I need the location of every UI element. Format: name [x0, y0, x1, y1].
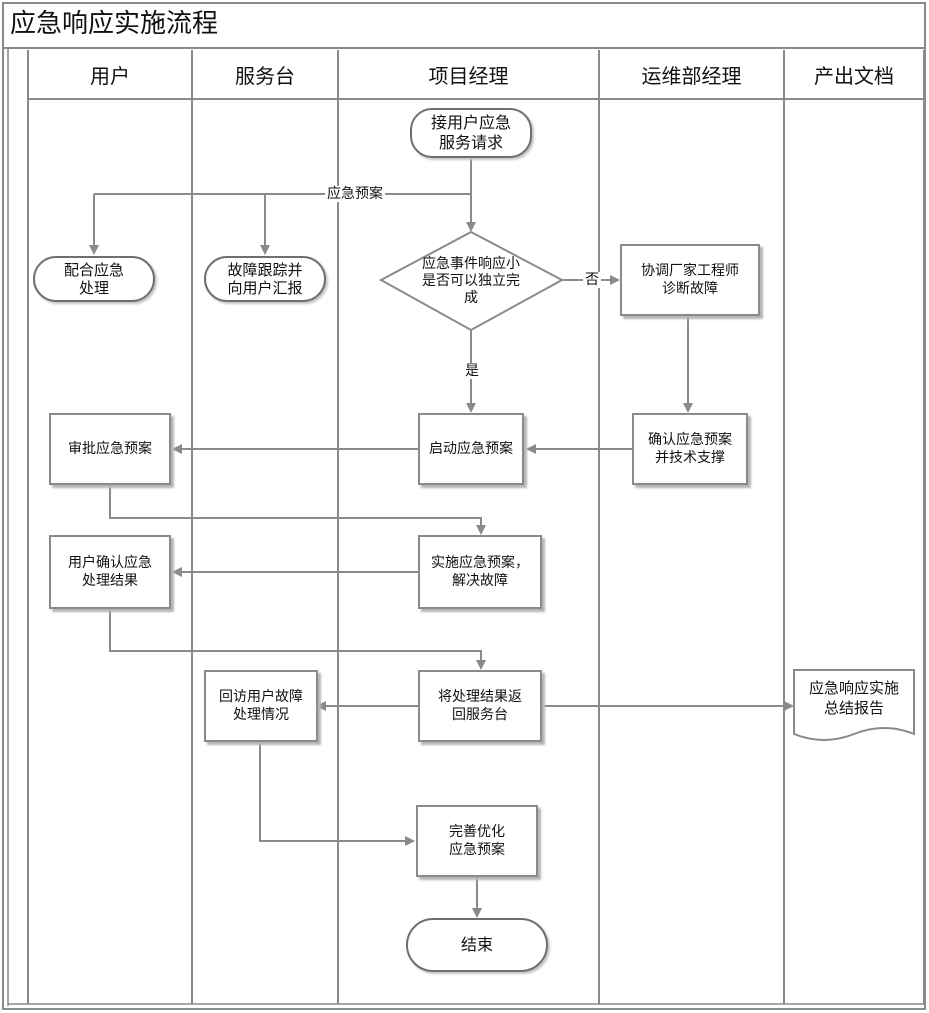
implement-node: 实施应急预案， 解决故障 — [418, 535, 542, 609]
end-node: 结束 — [406, 918, 548, 972]
lane-header-project-manager: 项目经理 — [428, 64, 509, 88]
revisit-node: 回访用户故障 处理情况 — [204, 670, 318, 742]
edge-label-no: 否 — [583, 272, 601, 288]
launch-plan-node: 启动应急预案 — [418, 413, 524, 485]
edge-label-plan: 应急预案 — [325, 186, 385, 202]
decision-diamond — [378, 230, 565, 332]
decision-text: 应急事件响应小 是否可以独立完 成 — [422, 255, 520, 306]
user-assist-node: 配合应急 处理 — [33, 256, 155, 302]
start-node: 接用户应急 服务请求 — [410, 108, 532, 158]
diagram-title: 应急响应实施流程 — [10, 9, 219, 39]
desk-track-node: 故障跟踪并 向用户汇报 — [204, 256, 326, 302]
arrow-userconfirm-return — [109, 609, 486, 670]
edge-label-yes: 是 — [463, 363, 481, 379]
arrow-revisit-improve — [259, 742, 415, 846]
return-result-node: 将处理结果返 回服务台 — [418, 670, 542, 742]
lane-header-user: 用户 — [90, 64, 130, 88]
report-document-shape — [793, 669, 915, 741]
report-document-label: 应急响应实施 总结报告 — [808, 679, 899, 717]
lane-header-output-docs: 产出文档 — [814, 64, 894, 88]
arrow-approve-implement — [109, 485, 486, 535]
coordinate-node: 协调厂家工程师 诊断故障 — [620, 244, 760, 316]
approve-plan-node: 审批应急预案 — [49, 413, 171, 485]
lane-header-service-desk: 服务台 — [235, 64, 295, 88]
confirm-plan-node: 确认应急预案 并技术支撑 — [632, 413, 748, 485]
user-confirm-node: 用户确认应急 处理结果 — [49, 535, 171, 609]
improve-node: 完善优化 应急预案 — [416, 805, 538, 877]
lane-header-ops-manager: 运维部经理 — [641, 64, 742, 88]
